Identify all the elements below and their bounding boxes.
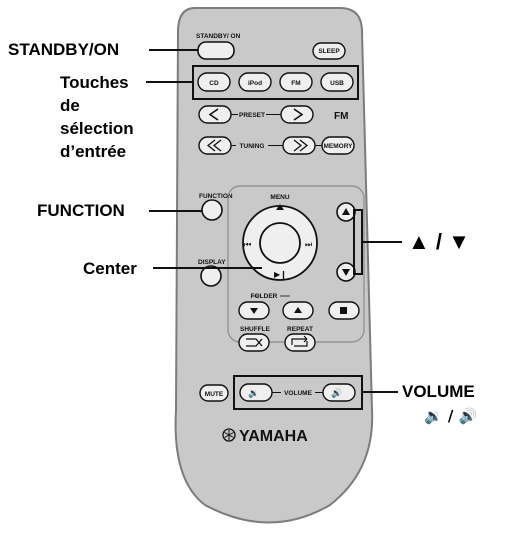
fm-label: FM — [291, 80, 300, 87]
volume-symbols-callout: 🔉 / 🔊 — [424, 407, 478, 425]
sleep-button[interactable] — [312, 42, 346, 60]
sleep-label: SLEEP — [318, 48, 340, 55]
stop-icon — [340, 307, 347, 314]
folder-label: FOLDER — [251, 293, 278, 300]
memory-button[interactable] — [321, 136, 355, 155]
repeat-label: REPEAT — [287, 326, 313, 333]
chevron-right-icon — [293, 108, 304, 121]
tuning-label: TUNING — [240, 143, 265, 150]
triangle-down-icon — [342, 269, 350, 276]
input-select-callout-line2: de — [60, 96, 80, 115]
mute-label: MUTE — [205, 391, 224, 398]
preset-label: PRESET — [239, 112, 265, 119]
usb-label: USB — [330, 80, 344, 87]
usb-button[interactable] — [320, 72, 354, 92]
folder-down-icon — [250, 308, 258, 314]
center-button[interactable] — [259, 222, 301, 264]
function-button[interactable] — [201, 199, 223, 221]
standby-button[interactable] — [197, 41, 235, 60]
speaker-low-icon: 🔉 — [248, 389, 259, 399]
speaker-high-icon: 🔊 — [331, 387, 342, 399]
input-select-callout-line3: sélection — [60, 119, 134, 138]
input-select-callout-line1: Touches — [60, 73, 129, 92]
center-callout: Center — [83, 259, 137, 278]
ipod-button[interactable] — [238, 72, 272, 92]
fm-button[interactable] — [279, 72, 313, 92]
fm-indicator-label: FM — [334, 111, 348, 122]
folder-up-icon — [294, 307, 302, 313]
brand-logo: YAMAHA — [239, 428, 308, 445]
volume-up-button[interactable] — [322, 383, 356, 402]
menu-up-icon — [276, 204, 284, 210]
display-button[interactable] — [200, 265, 222, 287]
double-chevron-left-icon — [206, 139, 222, 152]
triangle-up-icon — [342, 208, 350, 215]
input-select-callout-line4: d’entrée — [60, 142, 127, 161]
menu-label: MENU — [270, 194, 289, 201]
standby-callout: STANDBY/ON — [8, 40, 120, 59]
tuning-up-button[interactable] — [282, 136, 316, 155]
function-label: FUNCTION — [199, 193, 233, 200]
shuffle-icon — [246, 338, 263, 347]
chevron-left-icon — [208, 108, 219, 121]
shuffle-label: SHUFFLE — [240, 326, 271, 333]
repeat-icon — [291, 335, 308, 347]
function-callout: FUNCTION — [37, 201, 125, 220]
play-pause-icon: ▶❙ — [274, 270, 287, 279]
tuning-fork-logo-icon — [222, 428, 236, 442]
display-label: DISPLAY — [198, 259, 226, 266]
cd-label: CD — [209, 80, 219, 87]
updown-callout: ▲ / ▼ — [408, 229, 470, 254]
skip-forward-icon: ⏭ — [305, 240, 312, 249]
volume-callout: VOLUME — [402, 382, 475, 401]
memory-label: MEMORY — [323, 143, 353, 150]
volume-label: VOLUME — [284, 390, 312, 397]
repeat-button[interactable] — [284, 333, 316, 352]
skip-back-icon: ⏮ — [244, 240, 251, 249]
preset-down-button[interactable] — [198, 105, 232, 124]
double-chevron-right-icon — [293, 139, 309, 152]
shuffle-button[interactable] — [238, 333, 270, 352]
ipod-label: iPod — [248, 80, 262, 87]
standby-label: STANDBY/ ON — [196, 33, 241, 40]
mute-button[interactable] — [199, 384, 229, 402]
cd-button[interactable] — [197, 72, 231, 92]
preset-up-button[interactable] — [280, 105, 314, 124]
